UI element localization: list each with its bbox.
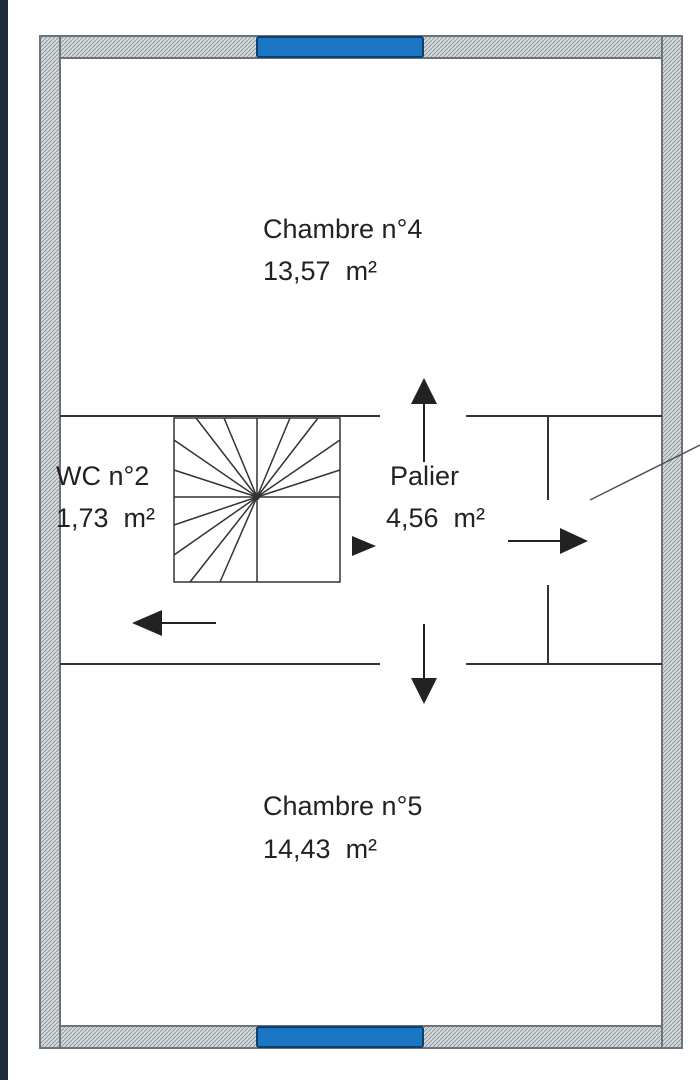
arrow-right-icon <box>508 528 588 554</box>
room-chambre-5: Chambre n°5 14,43 m² <box>263 791 422 864</box>
left-edge-band <box>0 0 8 1080</box>
room-area: 13,57 m² <box>263 256 377 286</box>
room-chambre-4: Chambre n°4 13,57 m² <box>263 214 422 286</box>
partition-walls <box>60 415 662 665</box>
room-name: Chambre n°5 <box>263 791 422 821</box>
stair-icon <box>173 417 376 583</box>
window-bottom <box>256 1026 424 1048</box>
room-name: Palier <box>390 461 459 491</box>
leader-line <box>589 444 700 501</box>
room-name: WC n°2 <box>56 461 149 491</box>
room-wc-2: WC n°2 1,73 m² <box>56 461 155 533</box>
room-area: 1,73 m² <box>56 503 155 533</box>
room-area: 14,43 m² <box>263 834 377 864</box>
arrow-left-icon <box>132 610 216 636</box>
room-palier: Palier 4,56 m² <box>386 461 485 533</box>
room-area: 4,56 m² <box>386 503 485 533</box>
room-name: Chambre n°4 <box>263 214 422 244</box>
arrow-up-icon <box>411 378 437 462</box>
arrow-down-icon <box>411 624 437 704</box>
window-top <box>256 36 424 58</box>
